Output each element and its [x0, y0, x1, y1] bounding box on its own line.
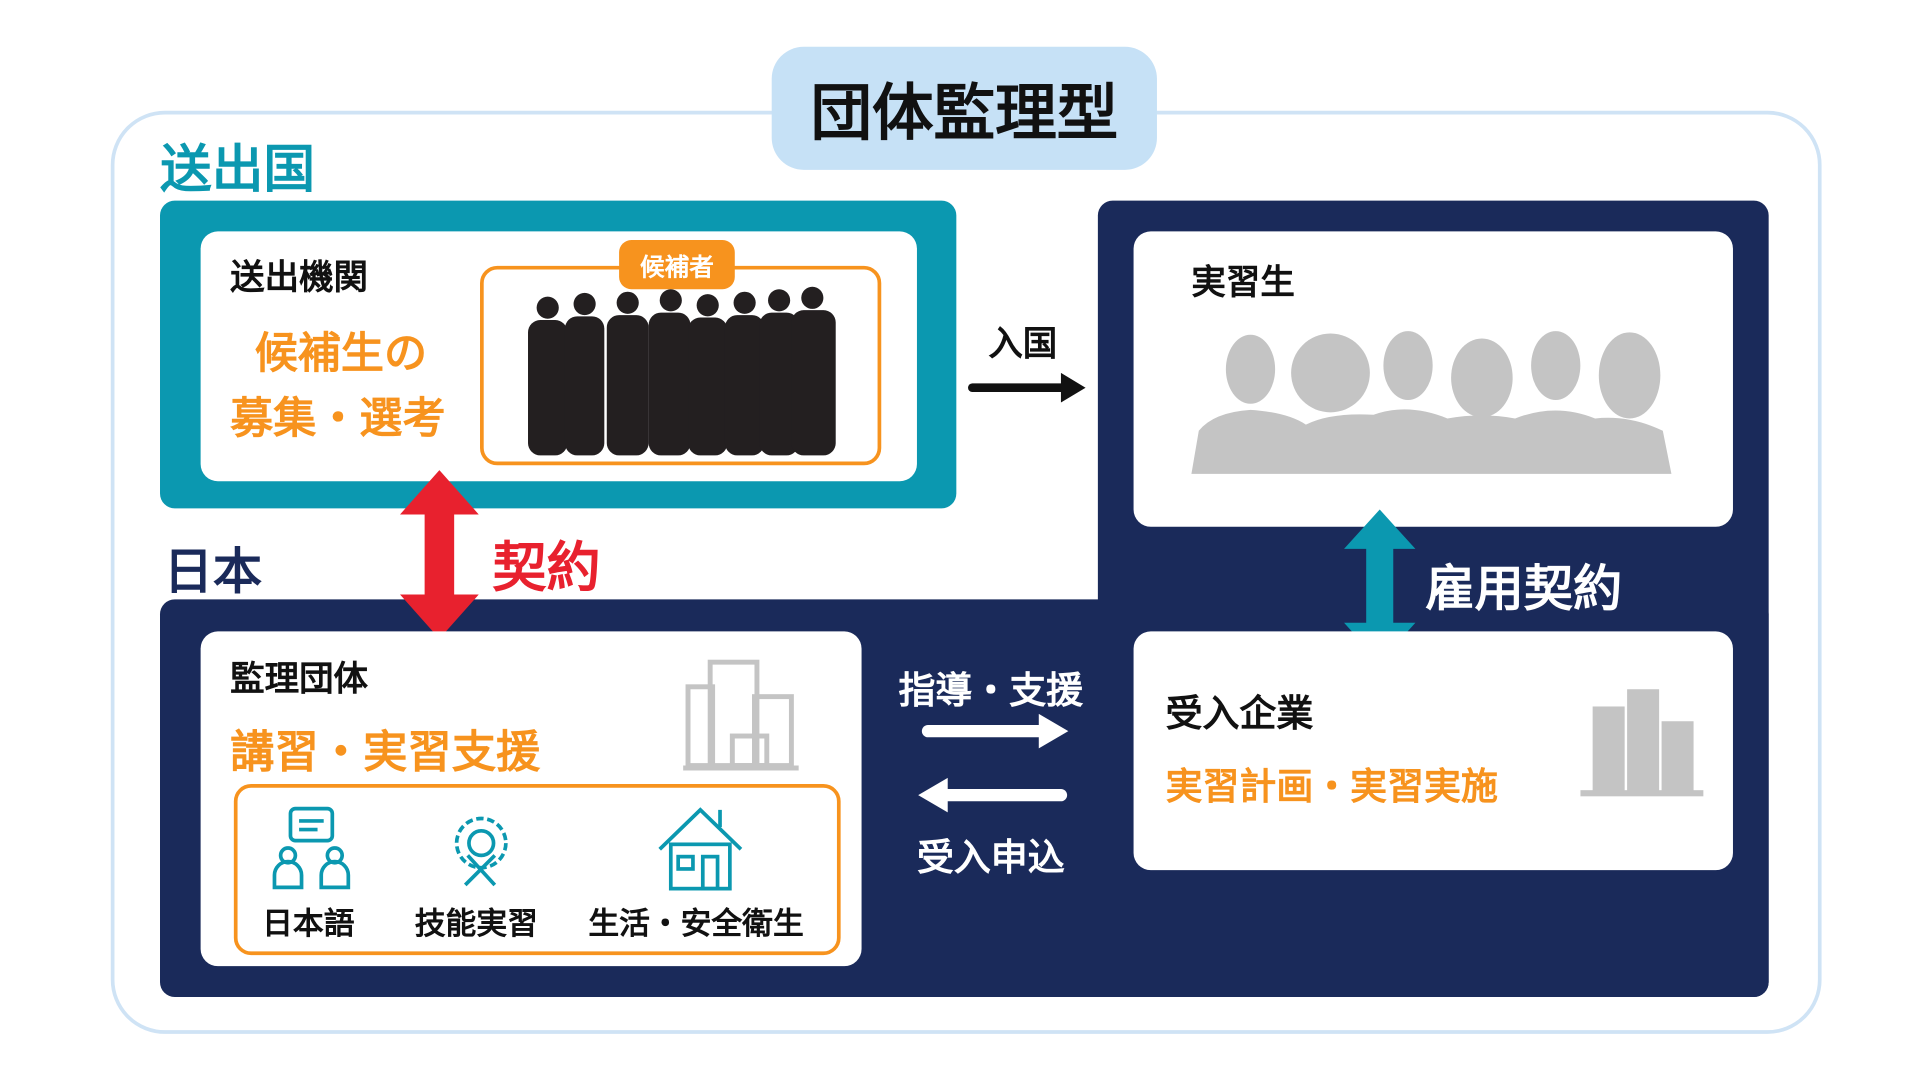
building-icon: [683, 659, 799, 771]
candidates-silhouette-icon: [528, 286, 836, 456]
guidance-arrow-right-icon: [921, 713, 1069, 749]
support-item-japanese: 日本語: [262, 905, 355, 942]
company-building-icon: [1580, 689, 1704, 797]
trainees-silhouette-icon: [1191, 331, 1672, 474]
sending-org-role-1: 候補生の: [254, 329, 428, 380]
contract-double-arrow-icon: [400, 470, 479, 639]
contract-label: 契約: [492, 536, 601, 600]
chat-people-icon: [272, 806, 351, 890]
company-label: 受入企業: [1165, 692, 1314, 737]
candidates-badge: 候補者: [619, 240, 735, 290]
employment-contract-label: 雇用契約: [1425, 561, 1623, 618]
support-item-life-safety: 生活・安全衛生: [588, 905, 804, 942]
entry-label: 入国: [988, 323, 1058, 365]
japan-label: 日本: [163, 544, 263, 601]
application-label: 受入申込: [916, 836, 1065, 881]
trainee-label: 実習生: [1191, 262, 1295, 303]
sending-org-label: 送出機関: [230, 257, 369, 298]
sending-country-label: 送出国: [160, 139, 316, 200]
employment-contract-double-arrow-icon: [1344, 509, 1416, 663]
gear-tools-icon: [454, 816, 508, 887]
support-item-skills: 技能実習: [414, 905, 538, 942]
entry-arrow-icon: [968, 372, 1086, 403]
supervising-org-label: 監理団体: [230, 658, 369, 700]
diagram-title: 団体監理型: [771, 46, 1157, 170]
support-items-box: [233, 784, 841, 956]
sending-org-role-2: 募集・選考: [230, 395, 446, 445]
application-arrow-left-icon: [918, 777, 1068, 813]
supervising-org-role: 講習・実習支援: [230, 727, 541, 778]
house-icon: [658, 807, 743, 891]
supervising-org-card: [200, 631, 862, 967]
guidance-label: 指導・支援: [898, 669, 1084, 713]
company-role: 実習計画・実習実施: [1165, 765, 1498, 809]
